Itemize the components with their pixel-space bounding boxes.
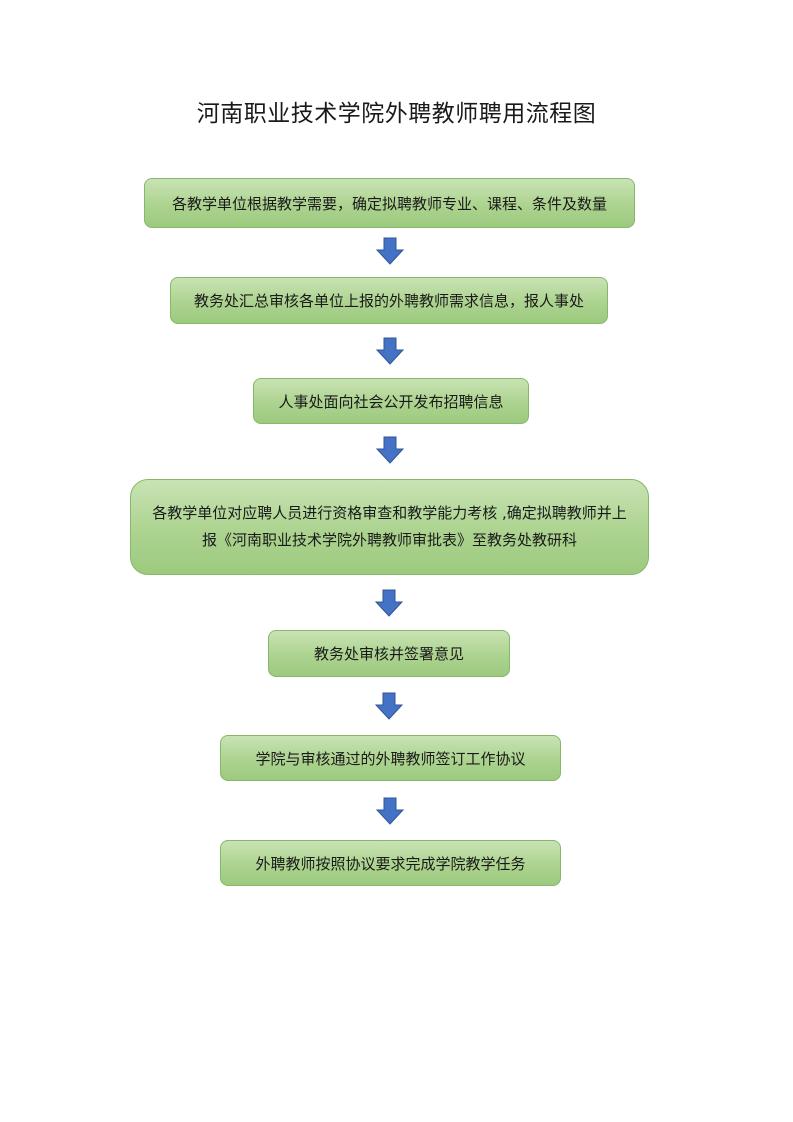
down-arrow-icon <box>376 797 404 825</box>
down-arrow-icon <box>375 589 403 617</box>
flow-step-6: 学院与审核通过的外聘教师签订工作协议 <box>220 735 561 781</box>
flow-step-7: 外聘教师按照协议要求完成学院教学任务 <box>220 840 561 886</box>
flow-step-5: 教务处审核并签署意见 <box>268 630 510 677</box>
flow-step-4: 各教学单位对应聘人员进行资格审查和教学能力考核 ,确定拟聘教师并上报《河南职业技… <box>130 479 649 575</box>
flow-step-2: 教务处汇总审核各单位上报的外聘教师需求信息，报人事处 <box>170 277 608 324</box>
down-arrow-icon <box>376 436 404 464</box>
down-arrow-icon <box>376 237 404 265</box>
down-arrow-icon <box>376 337 404 365</box>
page-title: 河南职业技术学院外聘教师聘用流程图 <box>196 101 597 127</box>
flow-step-1: 各教学单位根据教学需要，确定拟聘教师专业、课程、条件及数量 <box>144 178 635 228</box>
down-arrow-icon <box>375 692 403 720</box>
flow-step-3: 人事处面向社会公开发布招聘信息 <box>253 378 529 424</box>
